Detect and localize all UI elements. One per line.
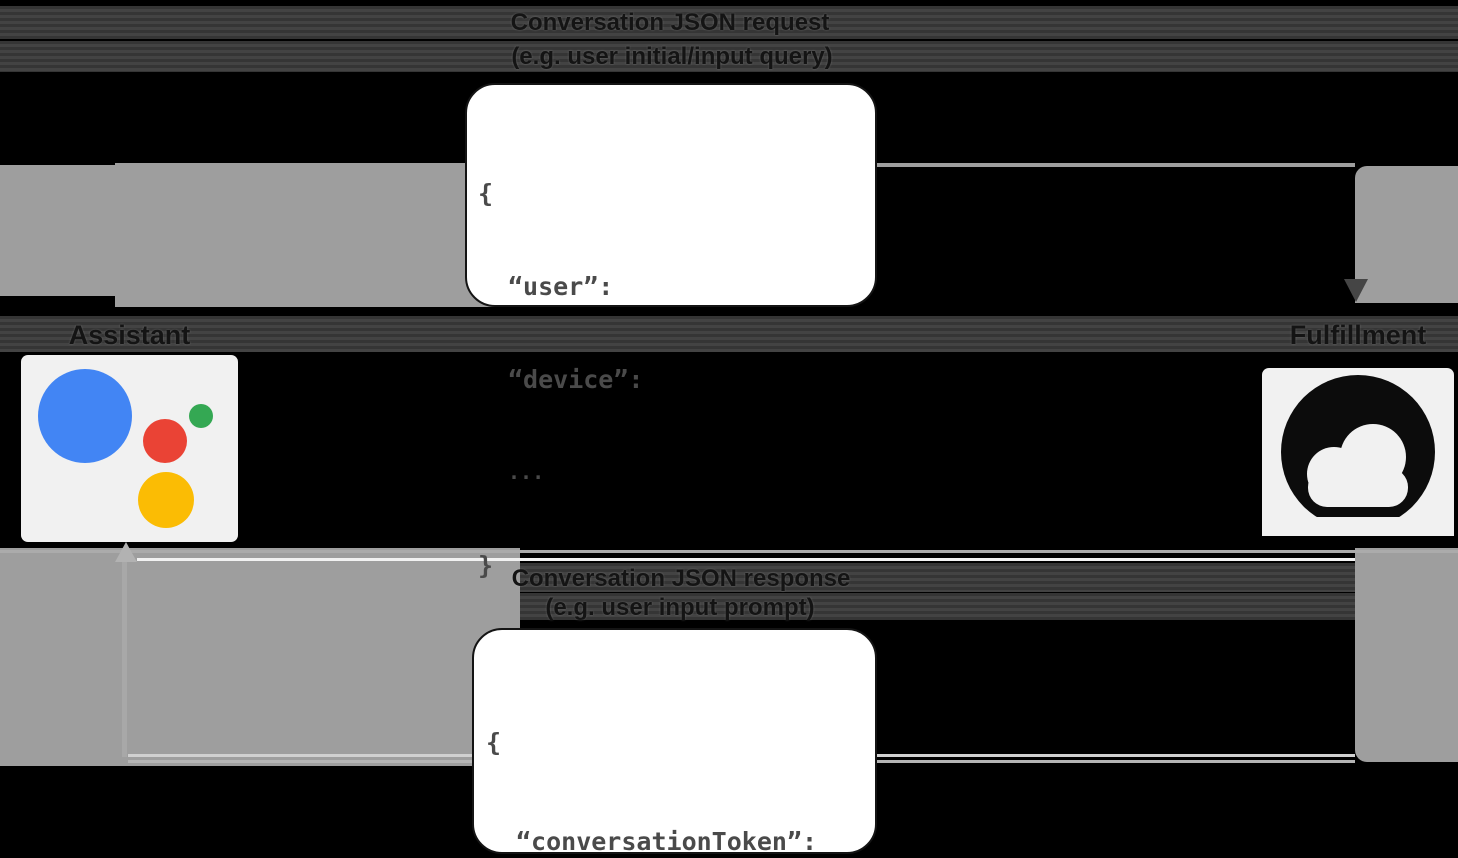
response-flow-shaft-right xyxy=(1355,548,1458,762)
request-subtitle-row-band xyxy=(0,41,1458,72)
response-json-line: “conversationToken”: xyxy=(516,827,818,856)
request-title-row-band xyxy=(0,6,1458,39)
response-json-line: { xyxy=(486,728,502,757)
arrow-down-icon xyxy=(1344,279,1368,302)
cloud-icon xyxy=(1262,375,1454,536)
assistant-label: Assistant xyxy=(68,320,191,350)
request-json-card xyxy=(465,83,877,307)
assistant-logo-green-circle xyxy=(189,404,213,428)
request-flow-shaft-right xyxy=(1355,166,1458,303)
request-json-line: “user”: xyxy=(508,272,614,301)
node-label-row-band xyxy=(0,316,1458,352)
response-json-card xyxy=(472,628,877,854)
request-flow-shaft-left xyxy=(0,165,115,296)
response-flow-shaft-left xyxy=(0,548,520,766)
request-json-line: { xyxy=(478,179,494,208)
response-subtitle: (e.g. user input prompt) xyxy=(545,594,815,621)
assistant-logo-red-circle xyxy=(143,419,187,463)
request-json-code: { “user”: “device”: ... } xyxy=(478,116,643,643)
request-title: Conversation JSON request xyxy=(510,9,830,36)
response-json-code: { “conversationToken”: “userStorage”: ..… xyxy=(486,660,817,858)
request-json-line: “device”: xyxy=(508,365,644,394)
request-flow-shaft-left xyxy=(115,163,520,307)
assistant-logo-blue-circle xyxy=(38,369,132,463)
response-flow-line-top xyxy=(137,558,1355,561)
request-json-line: } xyxy=(478,551,494,580)
request-subtitle: (e.g. user initial/input query) xyxy=(511,43,833,70)
response-flow-line-vertical xyxy=(122,562,127,757)
request-json-line: ... xyxy=(508,460,545,484)
fulfillment-logo xyxy=(1262,368,1454,536)
arrow-up-icon xyxy=(115,542,137,562)
assistant-logo-yellow-circle xyxy=(138,472,194,528)
response-title: Conversation JSON response xyxy=(511,565,851,592)
assistant-logo xyxy=(21,355,238,542)
node-row-divider-line xyxy=(0,550,1458,553)
fulfillment-label: Fulfillment xyxy=(1289,320,1427,350)
